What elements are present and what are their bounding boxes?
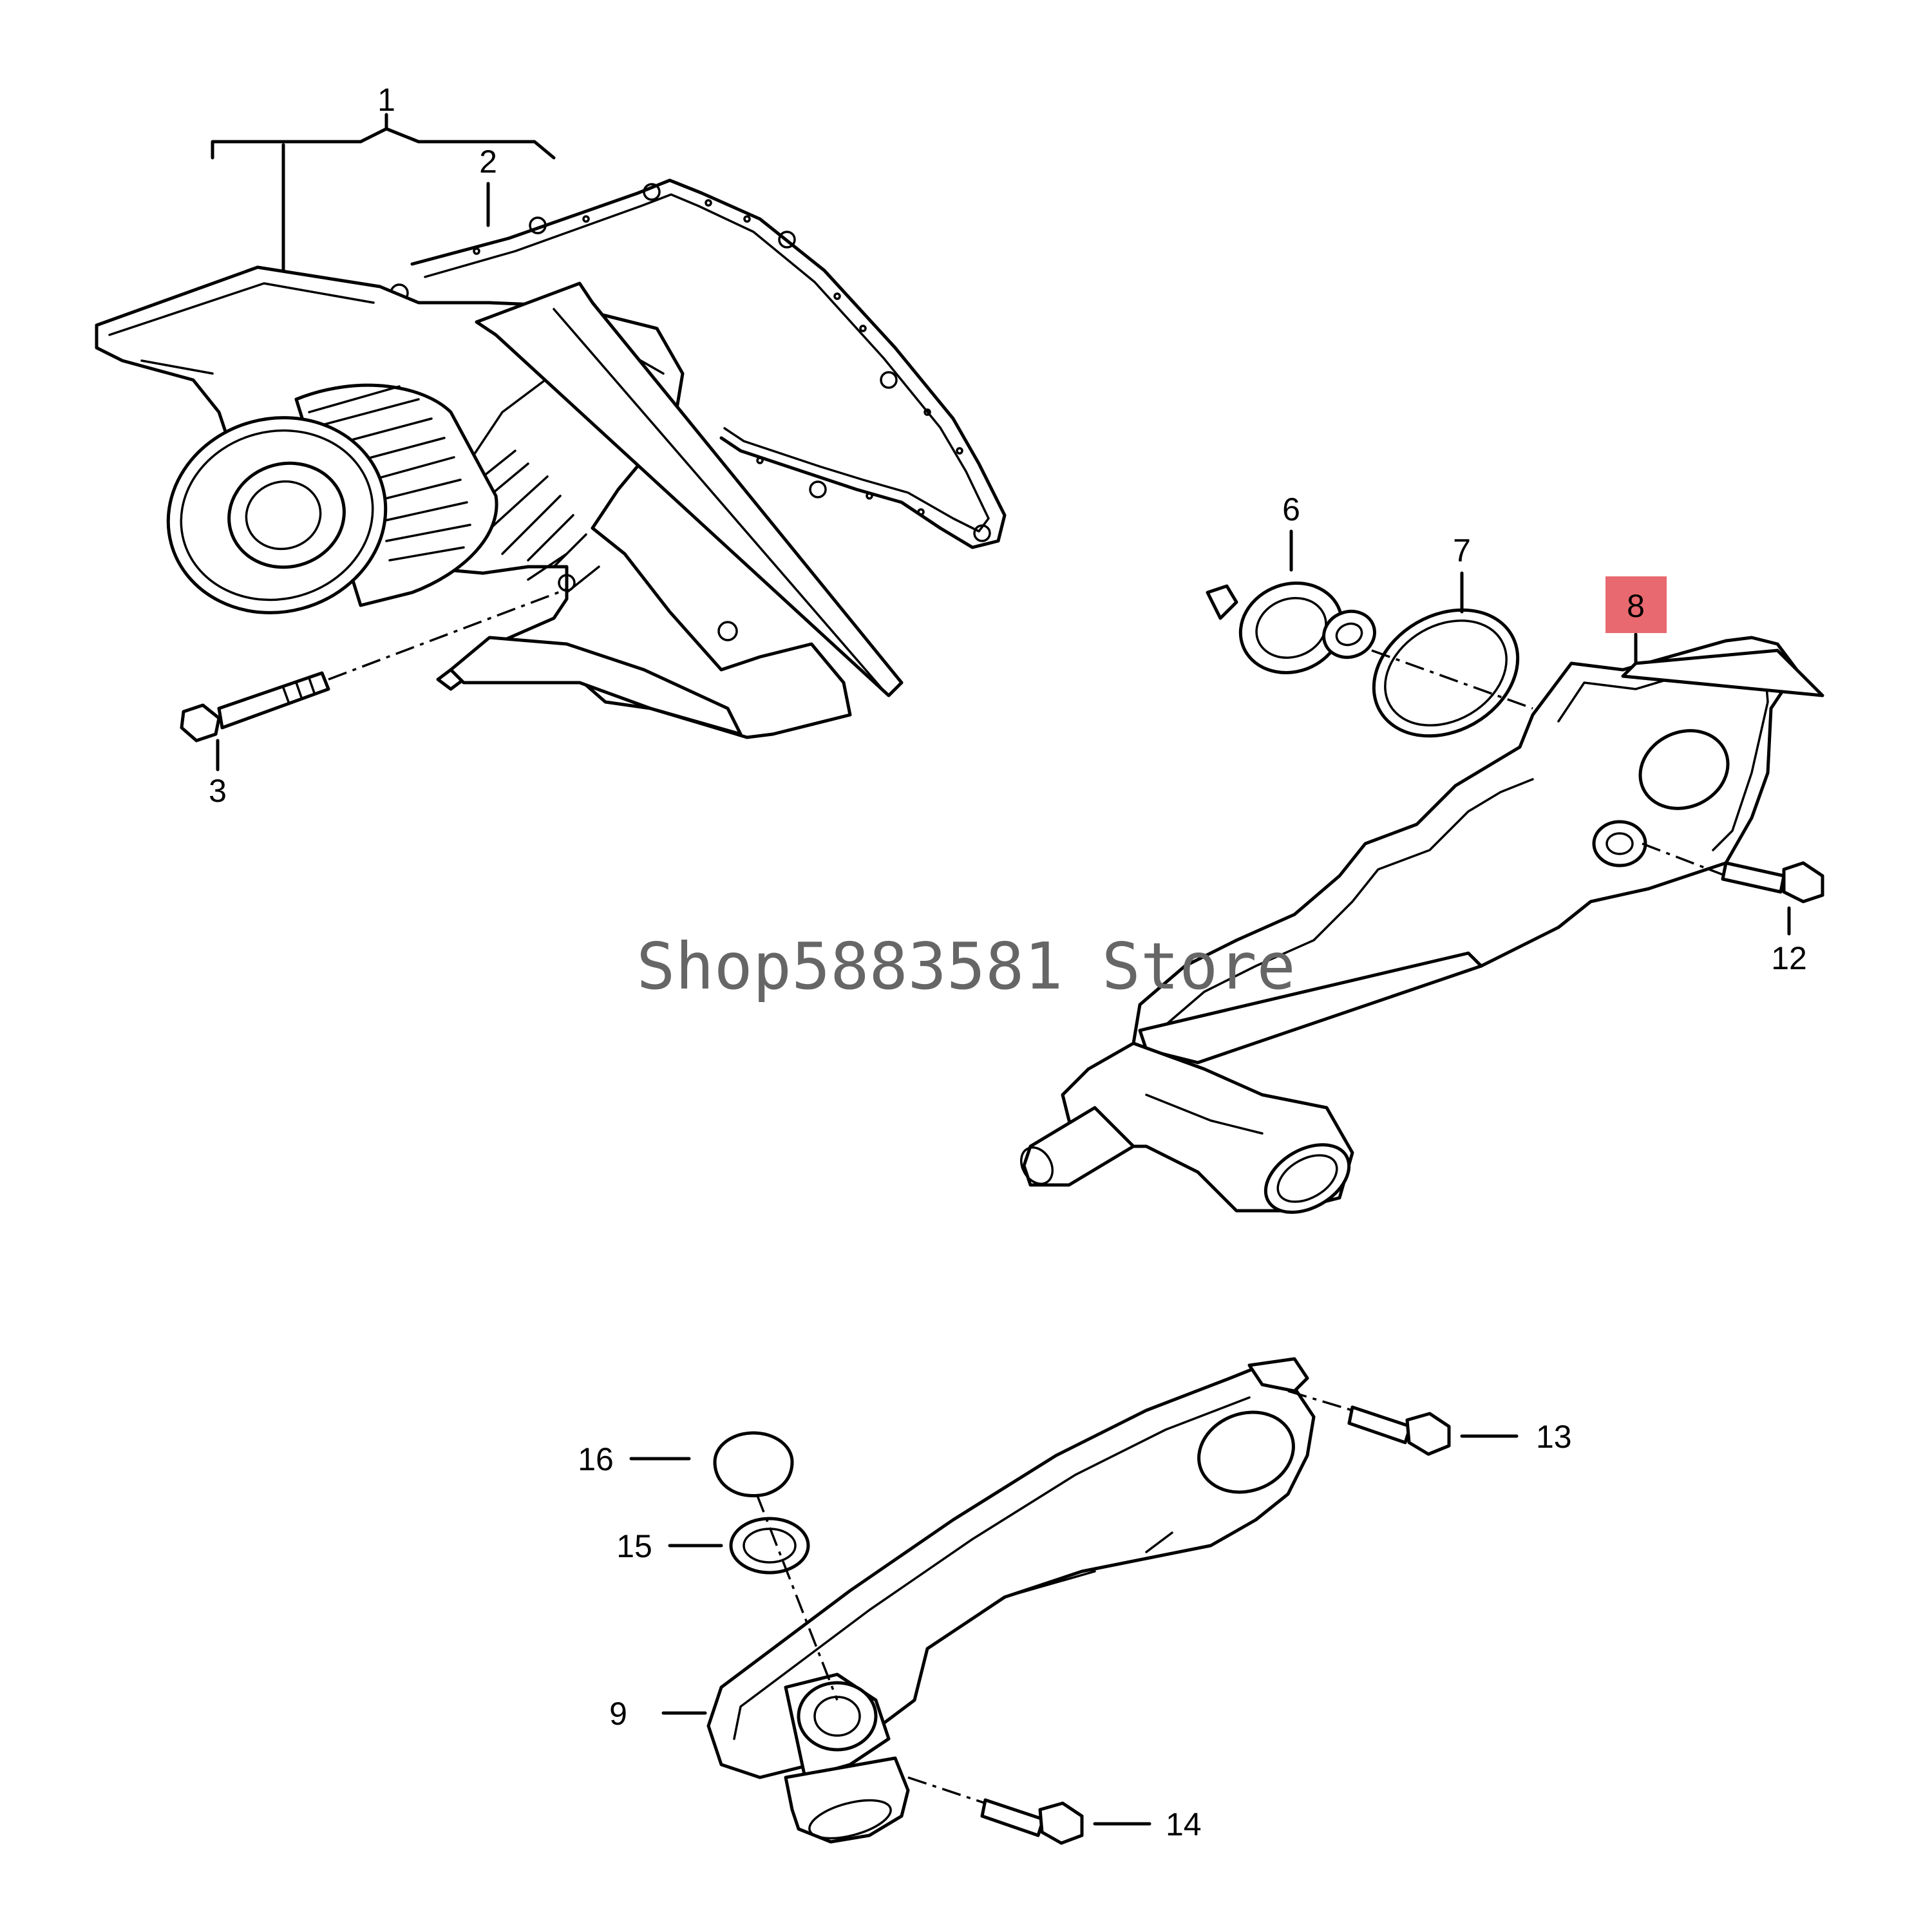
bolt-14 bbox=[907, 1776, 1084, 1845]
pump-pulley bbox=[166, 383, 498, 614]
o-ring-7 bbox=[1372, 608, 1520, 738]
callout-leaders bbox=[211, 113, 1791, 1826]
thermostat-6 bbox=[1206, 581, 1376, 675]
cap-16 bbox=[713, 1431, 794, 1498]
callout-8: 8 bbox=[1627, 588, 1645, 624]
callout-6: 6 bbox=[1282, 491, 1300, 527]
callout-9: 9 bbox=[609, 1696, 627, 1732]
pump-gasket-inner bbox=[424, 193, 990, 533]
flange-9 bbox=[706, 1357, 1316, 1844]
callout-12: 12 bbox=[1771, 940, 1807, 976]
seal-15 bbox=[729, 1517, 810, 1575]
pump-gasket bbox=[410, 178, 1007, 549]
bolt-3 bbox=[180, 588, 567, 743]
callout-1: 1 bbox=[377, 82, 395, 118]
store-watermark: Shop5883581 Store bbox=[636, 929, 1296, 1004]
coolant-flange-8 bbox=[1020, 636, 1824, 1214]
callout-7: 7 bbox=[1453, 533, 1471, 569]
callout-3: 3 bbox=[209, 773, 227, 809]
bolt-13 bbox=[1287, 1390, 1451, 1456]
callout-8-highlight bbox=[1605, 576, 1667, 633]
callout-2: 2 bbox=[479, 144, 497, 180]
callout-14: 14 bbox=[1166, 1806, 1202, 1842]
callout-13: 13 bbox=[1536, 1419, 1572, 1455]
bolt-12 bbox=[1642, 842, 1824, 904]
pump-strut bbox=[475, 281, 904, 697]
callout-16: 16 bbox=[578, 1441, 614, 1477]
callout-15: 15 bbox=[616, 1528, 652, 1564]
water-pump-assembly bbox=[95, 178, 1007, 739]
